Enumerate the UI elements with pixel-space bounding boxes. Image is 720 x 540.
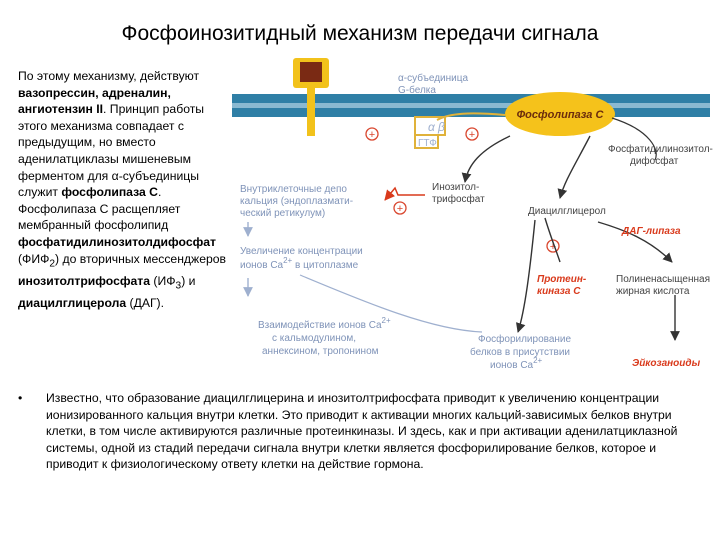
plus-markers: + + + +: [365, 127, 560, 253]
eicosanoids-label: Эйкозаноиды: [632, 358, 701, 369]
plus-icon: +: [369, 129, 375, 141]
hormone: [300, 62, 322, 82]
bullet-icon: •: [18, 391, 23, 405]
phospholipase-c: Фосфолипаза С: [505, 92, 615, 136]
term-pip2: фосфатидилинозитолдифосфат: [18, 234, 217, 249]
phosphorylation-label: Фосфорилирование: [478, 333, 572, 345]
term-ip3: инозитолтрифосфата: [18, 273, 151, 288]
g-alpha-label: G-белка: [398, 84, 436, 96]
intro-text: (ИФ: [150, 273, 176, 288]
phosphorylation-label: белков в присутствии: [470, 346, 570, 358]
calcium-increase-label: ионов Ca2+ в цитоплазме: [240, 256, 359, 271]
intro-text: (ФИФ: [18, 251, 50, 266]
hormones-list: вазопрессин, адреналин, ангиотензин II: [18, 85, 171, 117]
calcium-depot-label: Внутриклеточные депо: [240, 184, 347, 195]
g-alpha-label: α-субъединица: [398, 72, 468, 84]
bottom-paragraph: Известно, что образование диацилглицерин…: [46, 391, 678, 472]
pufa-label: Полиненасыщенная: [616, 274, 710, 285]
subscript: 2: [49, 257, 56, 269]
protein-kinase-c-label: Протеин-: [537, 274, 587, 285]
intro-paragraph: По этому механизму, действуют вазопресси…: [18, 68, 228, 311]
plus-icon: +: [397, 203, 403, 215]
term-phospholipase-c: фосфолипаза С: [61, 185, 158, 200]
calcium-depot-label: ческий ретикулум): [240, 208, 325, 219]
diagram-labels: Фосфатидилинозитол- дифосфат Инозитол- т…: [240, 143, 713, 371]
pathway-arrows: [243, 117, 680, 341]
term-dag: диацилглицерола: [18, 295, 127, 310]
calcium-increase-label: Увеличение концентрации: [240, 246, 363, 257]
plus-icon: +: [469, 129, 475, 141]
g-alpha-symbol: α: [428, 120, 436, 134]
calcium-depot-label: кальция (эндоплазмати-: [240, 196, 353, 207]
phosphorylation-label: ионов Ca2+: [490, 356, 543, 371]
g-protein: α β ГТФ α-субъединица G-белка: [398, 72, 506, 149]
g-beta-symbol: β: [437, 120, 445, 134]
dag-label: Диацилглицерол: [528, 206, 606, 217]
protein-kinase-c-label: киназа С: [537, 286, 581, 297]
dag-lipase-label: ДАГ-липаза: [621, 226, 681, 237]
intro-text: ) до вторичных мессенджеров: [55, 251, 226, 266]
pip2-label: дифосфат: [630, 155, 679, 167]
calcium-interaction-label: Взаимодействие ионов Ca2+: [258, 316, 391, 331]
intro-text: . Фосфолипаза С расщепляет мембранный фо…: [18, 185, 181, 233]
intro-text: (ДАГ).: [126, 295, 165, 310]
ip3-label: Инозитол-: [432, 182, 479, 193]
subscript: 3: [175, 280, 182, 291]
intro-text: . Принцип работы этого механизма совпада…: [18, 102, 205, 200]
page-title: Фосфоинозитидный механизм передачи сигна…: [121, 22, 599, 45]
gtp-label: ГТФ: [418, 138, 437, 149]
intro-text: ) и: [181, 273, 196, 288]
pip2-label: Фосфатидилинозитол-: [608, 143, 713, 155]
receptor: [293, 58, 329, 136]
calcium-interaction-label: с кальмодулином,: [272, 333, 356, 344]
intro-text: По этому механизму, действуют: [18, 69, 200, 83]
plus-icon: +: [550, 241, 556, 253]
phospholipase-label: Фосфолипаза С: [517, 109, 605, 121]
ip3-label: трифосфат: [432, 193, 485, 205]
calcium-interaction-label: аннексином, тропонином: [262, 346, 379, 357]
pufa-label: жирная кислота: [616, 286, 690, 297]
